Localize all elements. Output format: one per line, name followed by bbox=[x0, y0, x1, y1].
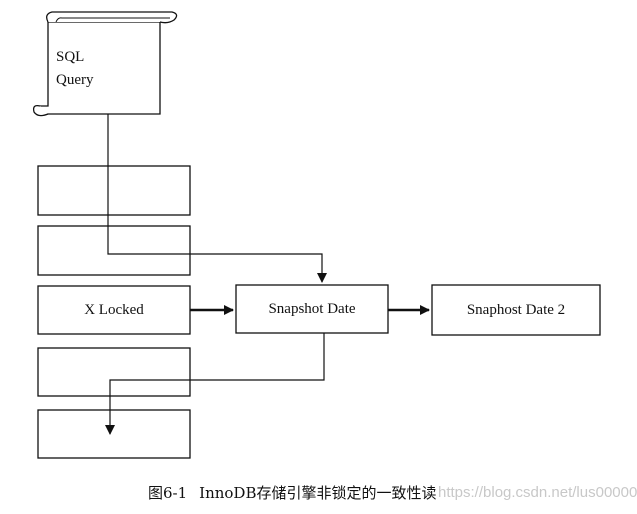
row-box-2 bbox=[37, 225, 191, 276]
snapshot-date-label: Snapshot Date bbox=[268, 301, 355, 317]
sql-query-scroll: SQL Query bbox=[32, 11, 178, 117]
snapshot-date-2-label: Snaphost Date 2 bbox=[467, 302, 565, 318]
scroll-top-curl bbox=[46, 11, 178, 24]
snapshot-date-node: Snapshot Date bbox=[235, 284, 389, 334]
snapshot-date-2-node: Snaphost Date 2 bbox=[431, 284, 601, 336]
row-box-x-locked bbox=[37, 285, 191, 335]
row-box-1 bbox=[37, 165, 191, 216]
scroll-top-roll bbox=[55, 17, 170, 23]
row-box-x-locked-label: X Locked bbox=[84, 302, 144, 318]
watermark-text: https://blog.csdn.net/lus00000 bbox=[438, 484, 637, 501]
snapshot-date-2-box bbox=[431, 284, 601, 336]
row-box-4 bbox=[37, 347, 191, 397]
innodb-consistent-read-diagram: SQL Query X Locked Snapshot Date Snaphos… bbox=[32, 11, 601, 459]
scroll-body bbox=[36, 21, 161, 115]
figure-caption: 图6-1 InnoDB存储引擎非锁定的一致性读 bbox=[148, 482, 436, 503]
row-stack: X Locked bbox=[37, 165, 191, 459]
scroll-line-query: Query bbox=[56, 72, 94, 88]
scroll-line-sql: SQL bbox=[56, 49, 84, 65]
figure-number: 图6-1 bbox=[148, 484, 188, 502]
row-box-5 bbox=[37, 409, 191, 459]
figure-caption-text: InnoDB存储引擎非锁定的一致性读 bbox=[199, 484, 437, 502]
snapshot-to-row5-arrow bbox=[105, 333, 325, 435]
scroll-bottom-curl bbox=[32, 104, 49, 117]
query-to-snapshot-arrow bbox=[107, 114, 327, 283]
